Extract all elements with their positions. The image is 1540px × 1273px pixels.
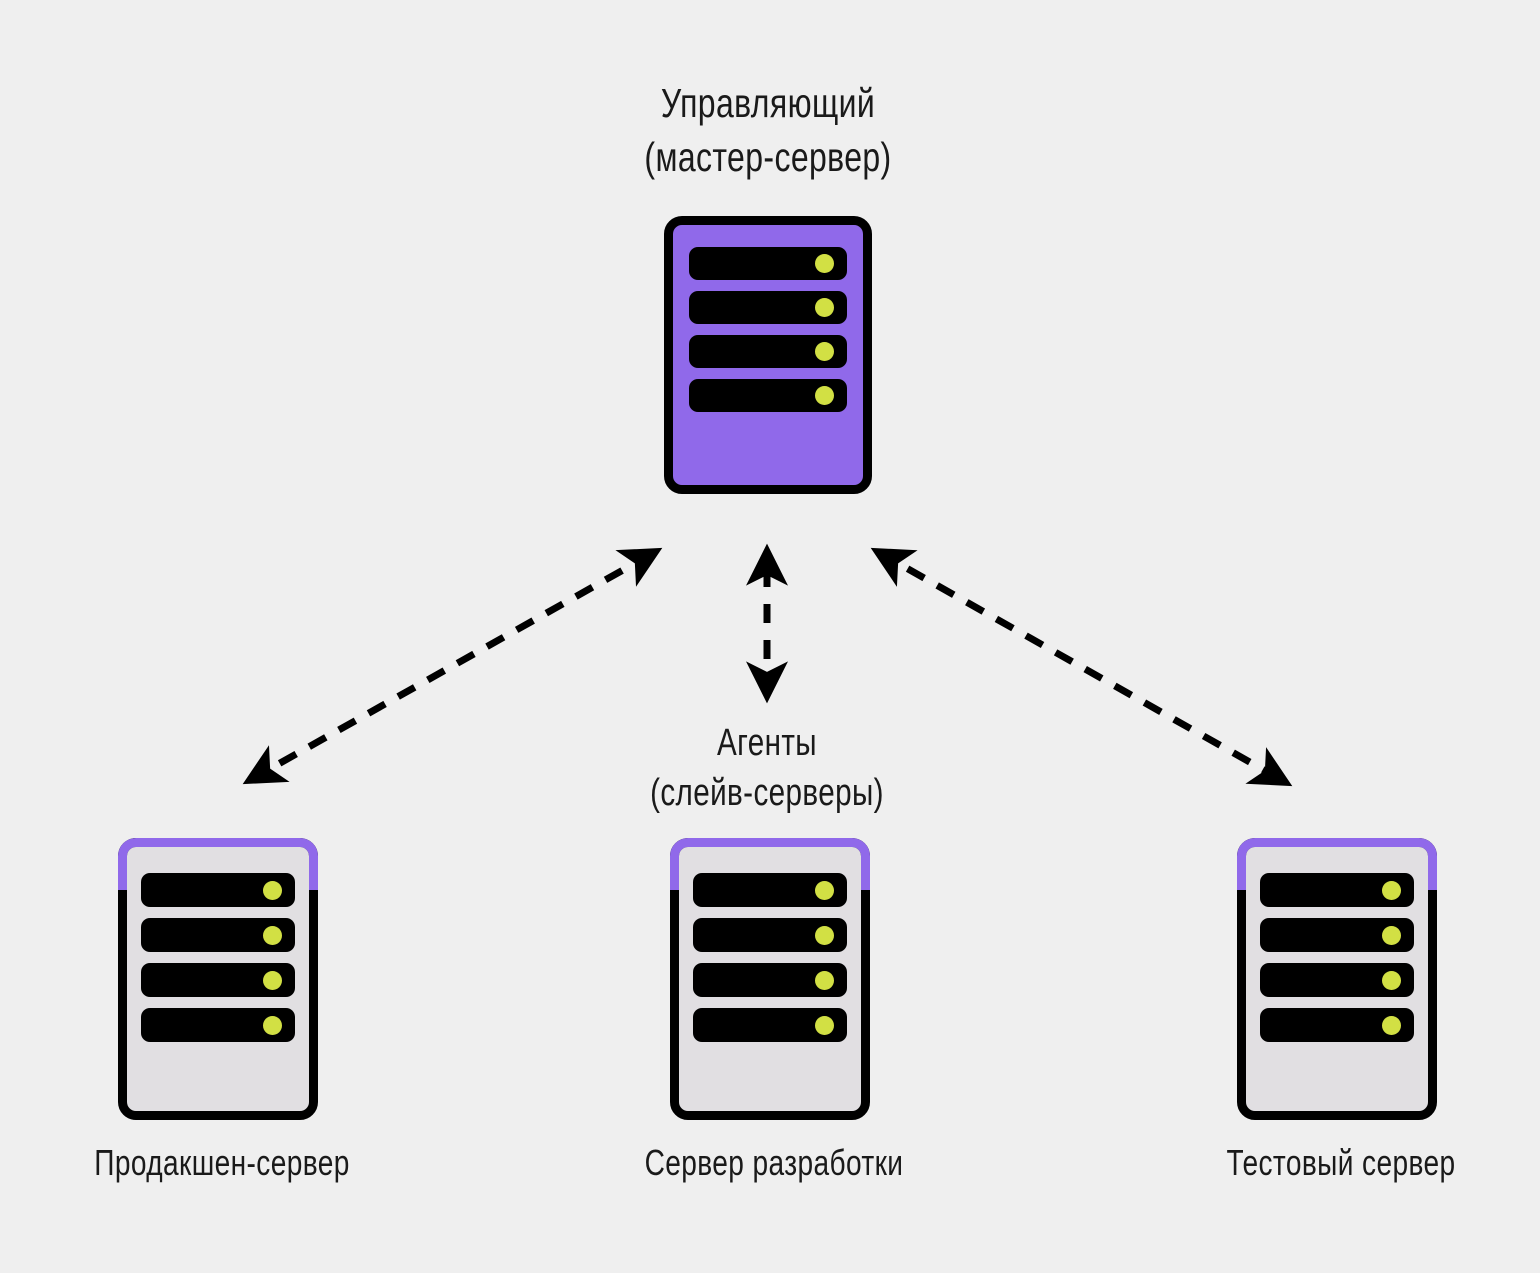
server-slot <box>141 873 295 907</box>
server-slot <box>141 1008 295 1042</box>
status-led-icon <box>815 254 834 273</box>
status-led-icon <box>1382 1015 1401 1035</box>
master-server-caption: Управляющий (мастер-сервер) <box>534 76 1002 184</box>
development-server-node[interactable] <box>670 838 870 1120</box>
test-server-node[interactable] <box>1237 838 1437 1120</box>
production-server-label-text: Продакшен-сервер <box>94 1142 350 1183</box>
status-led-icon <box>815 298 834 317</box>
status-led-icon <box>815 970 834 990</box>
test-server-label-text: Тестовый сервер <box>1226 1142 1456 1183</box>
agents-group-caption: Агенты (слейв-серверы) <box>533 718 1001 818</box>
development-server-slot-group <box>679 873 861 1042</box>
status-led-icon <box>263 925 282 945</box>
server-slot <box>1260 918 1414 952</box>
development-server-label: Сервер разработки <box>540 1139 1008 1187</box>
master-caption-line-2: (мастер-сервер) <box>644 134 892 181</box>
status-led-icon <box>263 880 282 900</box>
server-slot <box>689 379 847 412</box>
server-slot <box>141 918 295 952</box>
status-led-icon <box>815 880 834 900</box>
server-slot <box>1260 1008 1414 1042</box>
status-led-icon <box>263 970 282 990</box>
server-slot <box>693 963 847 997</box>
status-led-icon <box>1382 880 1401 900</box>
master-server-slot-group <box>673 247 863 412</box>
status-led-icon <box>815 342 834 361</box>
status-led-icon <box>1382 970 1401 990</box>
status-led-icon <box>263 1015 282 1035</box>
development-server-label-text: Сервер разработки <box>644 1142 904 1183</box>
agents-caption-line-2: (слейв-серверы) <box>650 772 884 815</box>
server-slot <box>693 918 847 952</box>
master-server-node[interactable] <box>664 216 872 494</box>
production-server-slot-group <box>127 873 309 1042</box>
server-slot <box>689 247 847 280</box>
server-slot <box>689 335 847 368</box>
status-led-icon <box>815 925 834 945</box>
server-slot <box>1260 873 1414 907</box>
status-led-icon <box>1382 925 1401 945</box>
test-server-slot-group <box>1246 873 1428 1042</box>
server-slot <box>689 291 847 324</box>
status-led-icon <box>815 386 834 405</box>
production-server-node[interactable] <box>118 838 318 1120</box>
server-slot <box>1260 963 1414 997</box>
agents-caption-line-1: Агенты <box>716 722 818 764</box>
master-caption-line-1: Управляющий <box>660 80 876 126</box>
test-server-label: Тестовый сервер <box>1107 1139 1540 1187</box>
production-server-label: Продакшен-сервер <box>0 1139 456 1187</box>
status-led-icon <box>815 1015 834 1035</box>
server-slot <box>693 873 847 907</box>
server-slot <box>141 963 295 997</box>
server-slot <box>693 1008 847 1042</box>
